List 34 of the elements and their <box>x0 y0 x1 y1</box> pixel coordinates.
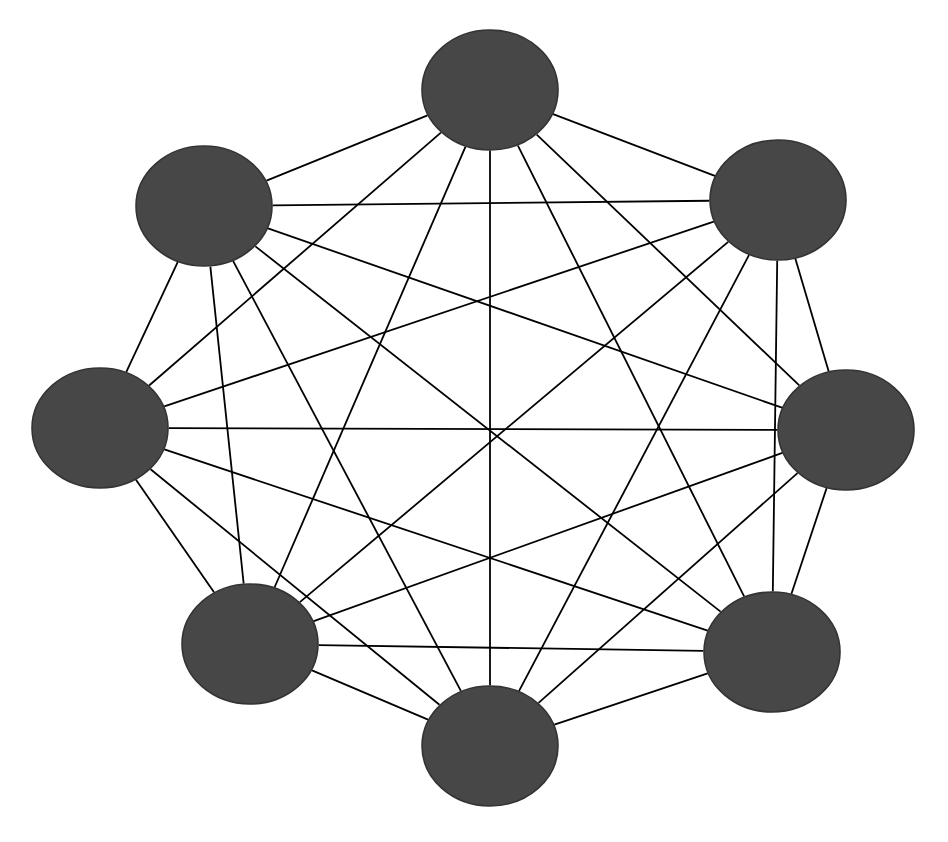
node-ellipse <box>709 139 847 261</box>
connector-line <box>163 220 715 408</box>
connector-line <box>489 149 491 687</box>
connector-line <box>312 452 784 623</box>
node-ellipse <box>777 369 915 491</box>
connector-line <box>537 472 799 704</box>
connector-line <box>265 114 429 182</box>
node-ellipse <box>181 583 319 705</box>
connector-line <box>149 468 441 706</box>
connector-line <box>311 669 429 721</box>
connector-line <box>317 644 705 652</box>
connector-line <box>517 144 745 598</box>
connector-line <box>273 145 467 589</box>
node-ellipse <box>135 145 273 267</box>
connector-line <box>148 131 442 387</box>
connector-line <box>163 448 709 632</box>
connector-line <box>553 672 709 726</box>
node-ellipse <box>31 367 169 489</box>
node-ellipse <box>703 591 841 713</box>
connector-line <box>271 199 711 207</box>
connector-line <box>518 254 750 692</box>
connector-line <box>794 257 830 373</box>
connector-line <box>771 259 779 593</box>
connector-line <box>209 265 245 585</box>
node-ellipse <box>421 685 559 807</box>
connector-line <box>167 427 779 431</box>
connector-line <box>535 133 801 387</box>
connector-line <box>135 478 215 594</box>
connector-line <box>125 261 179 373</box>
connector-line <box>267 227 783 409</box>
connector-line <box>232 260 462 692</box>
connector-line <box>790 487 828 595</box>
connector-line <box>552 113 716 177</box>
node-ellipse <box>421 29 559 151</box>
